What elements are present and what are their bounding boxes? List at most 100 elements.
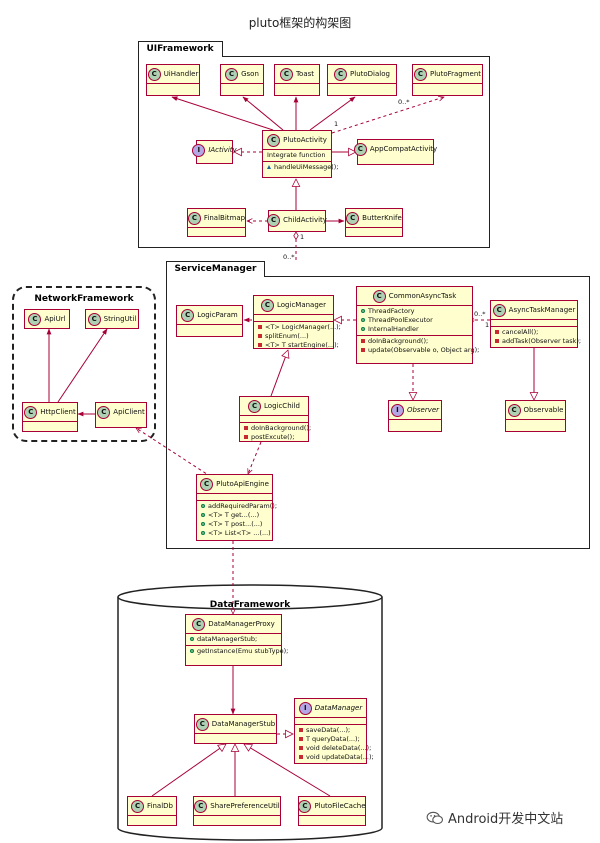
public-visibility-icon: [201, 531, 205, 535]
class-badge-icon: C: [200, 477, 214, 491]
class-method: <T> List<T> ...(...): [201, 529, 271, 538]
class-name: FinalDb: [147, 802, 173, 810]
public-visibility-icon: [201, 504, 205, 508]
class-name: PlutoFragment: [429, 70, 482, 78]
class-badge-icon: C: [413, 67, 427, 81]
class-badge-icon: C: [131, 799, 145, 813]
private-visibility-icon: [244, 435, 248, 439]
class-field: ThreadFactory: [361, 307, 468, 316]
package-visibility-icon: [267, 165, 271, 169]
class-name: PlutoActivity: [283, 136, 327, 144]
class-method: void updateData(...);: [299, 753, 374, 762]
watermark: Android开发中文站: [426, 808, 563, 827]
multiplicity-label: 1: [485, 321, 490, 329]
class-name: Observer: [406, 406, 440, 414]
wechat-icon: [426, 811, 443, 824]
class-name: ApiClient: [113, 408, 145, 416]
class-method: T queryData(...);: [299, 735, 362, 744]
class-name: HttpClient: [40, 408, 76, 416]
private-visibility-icon: [495, 330, 499, 334]
class-method: handleUiMessage();: [267, 163, 338, 172]
class-badge-icon: C: [28, 312, 42, 326]
class-badge-icon: C: [225, 67, 239, 81]
class-method: doInBackground();: [361, 337, 468, 346]
public-visibility-icon: [361, 309, 365, 313]
class-method: postExcute();: [244, 433, 304, 442]
class-badge-icon: C: [261, 298, 274, 312]
interface-badge-icon: I: [298, 701, 312, 715]
public-visibility-icon: [201, 522, 205, 526]
class-name: StringUtil: [103, 315, 137, 323]
class-name: IActivity: [208, 146, 237, 154]
class-method: cancelAll();: [495, 328, 573, 337]
class-badge-icon: C: [192, 617, 206, 631]
class-field: dataManagerStub;: [190, 635, 277, 644]
class-name: DataManagerProxy: [208, 620, 275, 628]
class-name: UiHandler: [163, 70, 199, 78]
class-badge-icon: C: [267, 213, 281, 227]
class-method: addRequiredParam();: [201, 502, 277, 511]
class-badge-icon: C: [147, 67, 161, 81]
private-visibility-icon: [361, 348, 365, 352]
class-method: <T> T post...(...): [201, 520, 268, 529]
class-badge-icon: C: [334, 67, 348, 81]
class-name: LogicParam: [197, 311, 238, 319]
class-name: DataManagerStub: [211, 720, 276, 728]
class-name: PlutoFileCache: [314, 802, 366, 810]
class-badge-icon: C: [248, 399, 262, 413]
class-badge-icon: C: [507, 403, 521, 417]
package-tab-uiframework: UIFramework: [137, 41, 223, 57]
class-name: ApiUrl: [44, 315, 66, 323]
class-badge-icon: C: [346, 211, 360, 225]
class-badge-icon: C: [97, 405, 111, 419]
class-method: doInBackground();: [244, 424, 311, 433]
private-visibility-icon: [244, 426, 248, 430]
class-name: LogicManager: [277, 301, 326, 309]
class-badge-icon: C: [267, 133, 281, 147]
public-visibility-icon: [361, 318, 365, 322]
private-visibility-icon: [299, 746, 303, 750]
multiplicity-label: 0..*: [283, 253, 295, 261]
private-visibility-icon: [258, 334, 262, 338]
private-visibility-icon: [299, 728, 303, 732]
class-badge-icon: C: [353, 142, 367, 156]
class-badge-icon: C: [194, 799, 208, 813]
class-method: saveData(...);: [299, 726, 362, 735]
multiplicity-label: 1: [300, 233, 305, 241]
private-visibility-icon: [361, 339, 365, 343]
class-badge-icon: C: [298, 799, 312, 813]
class-name: Gson: [241, 70, 259, 78]
class-name: PlutoApiEngine: [216, 480, 269, 488]
multiplicity-label: 1: [334, 120, 339, 128]
class-badge-icon: C: [492, 303, 506, 317]
class-field: InternalHandler: [361, 325, 468, 334]
class-field: Integrate function: [267, 151, 326, 159]
class-name: AsyncTaskManager: [508, 306, 576, 314]
class-method: update(Observable o, Object arg);: [361, 346, 479, 355]
class-name: CommonAsyncTask: [388, 292, 457, 300]
class-name: PlutoDialog: [350, 70, 390, 78]
package-title-networkframework: NetworkFramework: [34, 294, 134, 304]
public-visibility-icon: [190, 649, 194, 653]
interface-badge-icon: I: [192, 143, 206, 157]
